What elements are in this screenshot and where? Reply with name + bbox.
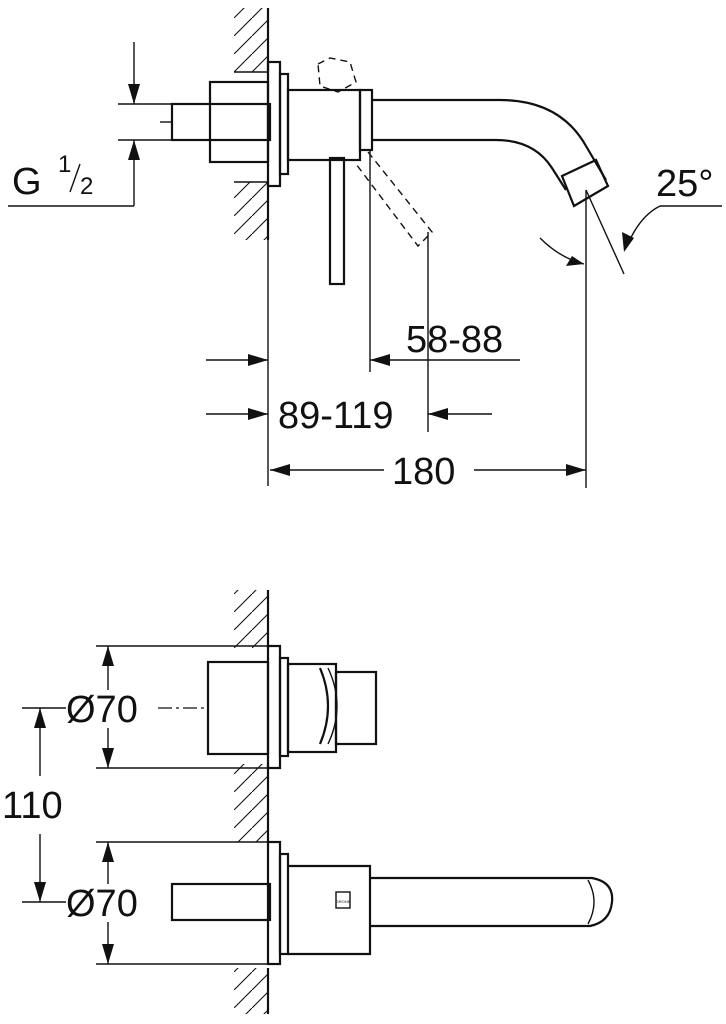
mixer-unit-front — [158, 644, 378, 770]
spout-unit-front: GROHE — [170, 840, 614, 966]
brand-mark: GROHE — [336, 899, 351, 904]
handle-lever — [328, 156, 346, 286]
thread-dimension: G 1 2 — [8, 42, 172, 207]
dim-58-88-label: 58-88 — [406, 319, 503, 361]
side-view: 25° G 1 2 58-88 — [8, 8, 722, 493]
diameter-top-label: Ø70 — [66, 689, 138, 731]
dim-89-119-label: 89-119 — [278, 395, 394, 437]
angle-label: 25° — [656, 163, 713, 205]
lever-alt-bottom — [355, 151, 433, 248]
diameter-bottom-label: Ø70 — [66, 883, 138, 925]
thread-denominator: 2 — [80, 173, 93, 200]
brand-logo-plate — [335, 891, 351, 909]
angle-indicator: 25° — [539, 163, 722, 488]
spout — [372, 98, 610, 208]
front-view: GROHE Ø70 110 — [2, 590, 614, 1014]
dim-180-label: 180 — [392, 451, 455, 493]
dimension-58-88: 58-88 — [369, 150, 520, 432]
mixer-body — [286, 57, 433, 286]
aerator — [560, 158, 610, 208]
thread-label: G — [12, 161, 42, 203]
lever-alt-top — [317, 57, 357, 93]
wall-section-bottom — [234, 590, 270, 1014]
dimension-89-119: 89-119 — [206, 240, 492, 486]
spacing-label: 110 — [2, 785, 63, 827]
diameter-top-dimension: Ø70 — [66, 645, 268, 769]
diameter-bottom-dimension: Ø70 — [66, 841, 268, 965]
spacing-dimension: 110 — [2, 707, 66, 903]
handle-front — [334, 670, 378, 746]
dimension-180: 180 — [270, 451, 586, 493]
wall-section-top — [234, 8, 270, 240]
thread-numerator: 1 — [58, 151, 71, 178]
